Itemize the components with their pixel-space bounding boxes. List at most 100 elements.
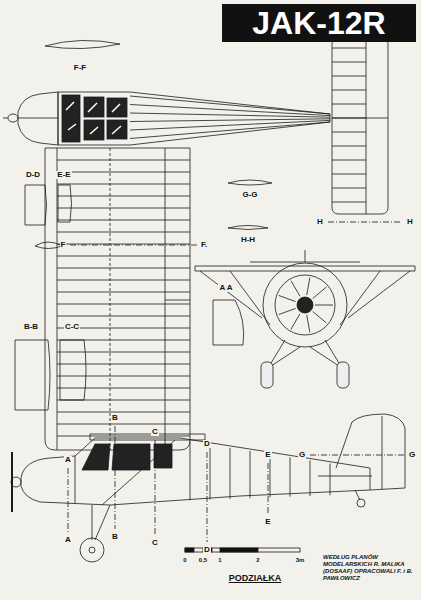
- rib-line: [57, 172, 165, 173]
- rib-line: [165, 172, 190, 173]
- rib-line: [57, 424, 165, 425]
- rib-line: [57, 292, 165, 293]
- callout-letter: D: [203, 440, 211, 448]
- rib-line: [57, 316, 165, 317]
- section-profiles: [15, 180, 272, 410]
- rib-line: [332, 90, 366, 91]
- rib-line: [57, 256, 165, 257]
- rib-line: [332, 174, 366, 175]
- rib-line: [165, 232, 190, 233]
- section-label: H: [406, 218, 414, 226]
- scale-number: 1: [217, 557, 222, 563]
- rib-line: [165, 280, 190, 281]
- rib-line: [57, 220, 165, 221]
- callout-letter: E: [264, 451, 271, 459]
- callout-letter: B: [111, 414, 119, 422]
- rib-line: [57, 364, 165, 365]
- rib-line: [332, 160, 366, 161]
- rib-line: [165, 340, 190, 341]
- rib-line: [165, 436, 190, 437]
- scale-number: 2: [255, 557, 260, 563]
- scale-number: 0,5: [198, 557, 208, 563]
- rib-line: [165, 376, 190, 377]
- rib-line: [130, 113, 330, 117]
- rib-line: [165, 328, 190, 329]
- rib-line: [57, 232, 165, 233]
- callout-letter: B: [111, 533, 119, 541]
- rib-line: [332, 62, 366, 63]
- section-label: A A: [218, 284, 233, 292]
- rib-line: [57, 244, 165, 245]
- scale-caption: PODZIAŁKA: [228, 574, 283, 583]
- section-label: H: [316, 218, 324, 226]
- callout-letter: D: [203, 546, 211, 554]
- rib-line: [57, 208, 165, 209]
- rib-line: [57, 268, 165, 269]
- rib-line: [313, 287, 327, 299]
- rib-line: [165, 160, 190, 161]
- rib-line: [165, 388, 190, 389]
- rib-line: [307, 277, 310, 295]
- rib-line: [130, 96, 330, 114]
- rib-line: [310, 460, 311, 496]
- callout-letter: G: [408, 451, 416, 459]
- rib-line: [57, 388, 165, 389]
- section-label: D-D: [25, 171, 41, 179]
- rib-line: [57, 352, 165, 353]
- rib-line: [332, 188, 366, 189]
- rib-line: [57, 376, 165, 377]
- rib-line: [165, 208, 190, 209]
- rib-line: [332, 48, 366, 49]
- rib-line: [165, 244, 190, 245]
- rib-line: [130, 119, 330, 122]
- rib-line: [332, 76, 366, 77]
- callout-letter: A: [64, 456, 72, 464]
- rib-line: [279, 308, 296, 314]
- credits-note: WEDŁUG PLANÓW MODELARSKICH R. MALIKA (DO…: [322, 554, 419, 583]
- rib-line: [165, 364, 190, 365]
- rib-line: [332, 104, 366, 105]
- section-profile: [45, 40, 120, 48]
- rib-line: [291, 314, 300, 330]
- rib-line: [332, 146, 366, 147]
- rib-line: [57, 280, 165, 281]
- section-label: F.: [200, 241, 208, 249]
- rib-line: [250, 451, 251, 498]
- rib-line: [165, 412, 190, 413]
- section-label: B-B: [23, 323, 39, 331]
- rib-line: [57, 184, 165, 185]
- wing-top-view: [45, 148, 198, 450]
- rib-line: [307, 315, 310, 333]
- rib-line: [165, 220, 190, 221]
- tailplane-top-view: [332, 38, 388, 214]
- section-label: E-E: [56, 171, 71, 179]
- rib-line: [165, 184, 190, 185]
- rib-line: [332, 202, 366, 203]
- rib-line: [165, 352, 190, 353]
- rib-line: [165, 292, 190, 293]
- rib-line: [332, 118, 366, 119]
- scale-number: 0: [182, 557, 187, 563]
- callout-letter: C: [151, 428, 159, 436]
- section-label: C-C: [64, 323, 80, 331]
- rib-line: [330, 464, 331, 496]
- rib-line: [291, 281, 300, 297]
- section-lines: [68, 222, 404, 542]
- rib-line: [130, 120, 330, 130]
- rib-line: [270, 454, 271, 497]
- rib-line: [315, 305, 333, 306]
- rib-line: [190, 442, 191, 501]
- callout-letter: A: [64, 536, 72, 544]
- rib-line: [165, 400, 190, 401]
- rib-line: [313, 311, 327, 323]
- rib-line: [165, 196, 190, 197]
- rib-line: [210, 445, 211, 500]
- section-label: F-F: [73, 64, 87, 72]
- side-view: [11, 414, 405, 562]
- rib-line: [165, 304, 190, 305]
- rib-line: [230, 448, 231, 499]
- callout-letter: E: [264, 518, 271, 526]
- callout-letter: G: [298, 451, 306, 459]
- front-view: [195, 250, 415, 388]
